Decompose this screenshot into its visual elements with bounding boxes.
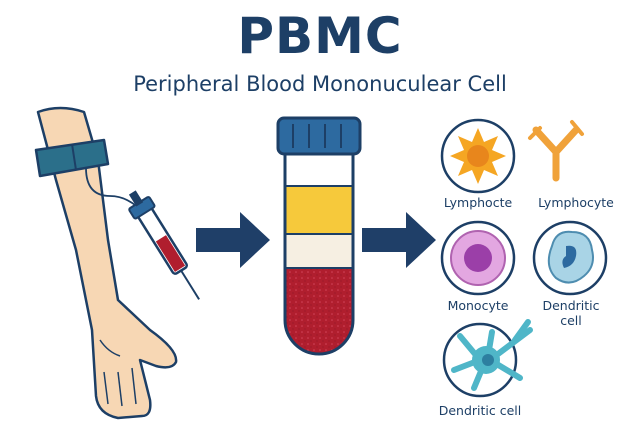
page-subtitle: Peripheral Blood Mononuculear Cell	[133, 72, 507, 96]
blue-lobed-cell-icon	[532, 220, 608, 296]
cell-label-lymphocyte: Lymphocyte	[538, 195, 614, 210]
arm-illustration	[36, 106, 178, 420]
syringe-icon	[128, 190, 200, 300]
page-title: PBMC	[237, 7, 403, 65]
cell-label-monocyte: Monocyte	[447, 298, 509, 313]
arrow-icon	[196, 212, 270, 268]
cell-label-lymphocte: Lymphocte	[443, 195, 513, 210]
orange-star-cell-icon	[440, 118, 516, 194]
cell-label-dendritic-cell-small: Dendritic cell	[542, 298, 600, 328]
branched-dendritic-cell-icon	[442, 319, 533, 398]
tourniquet-icon	[34, 138, 110, 178]
arrow-icon	[362, 212, 436, 268]
purple-round-cell-icon	[440, 220, 516, 296]
y-shaped-antibody-icon	[528, 120, 584, 182]
centrifuge-tube-icon	[276, 116, 362, 356]
cell-label-dendritic-cell: Dendritic cell	[438, 403, 522, 418]
